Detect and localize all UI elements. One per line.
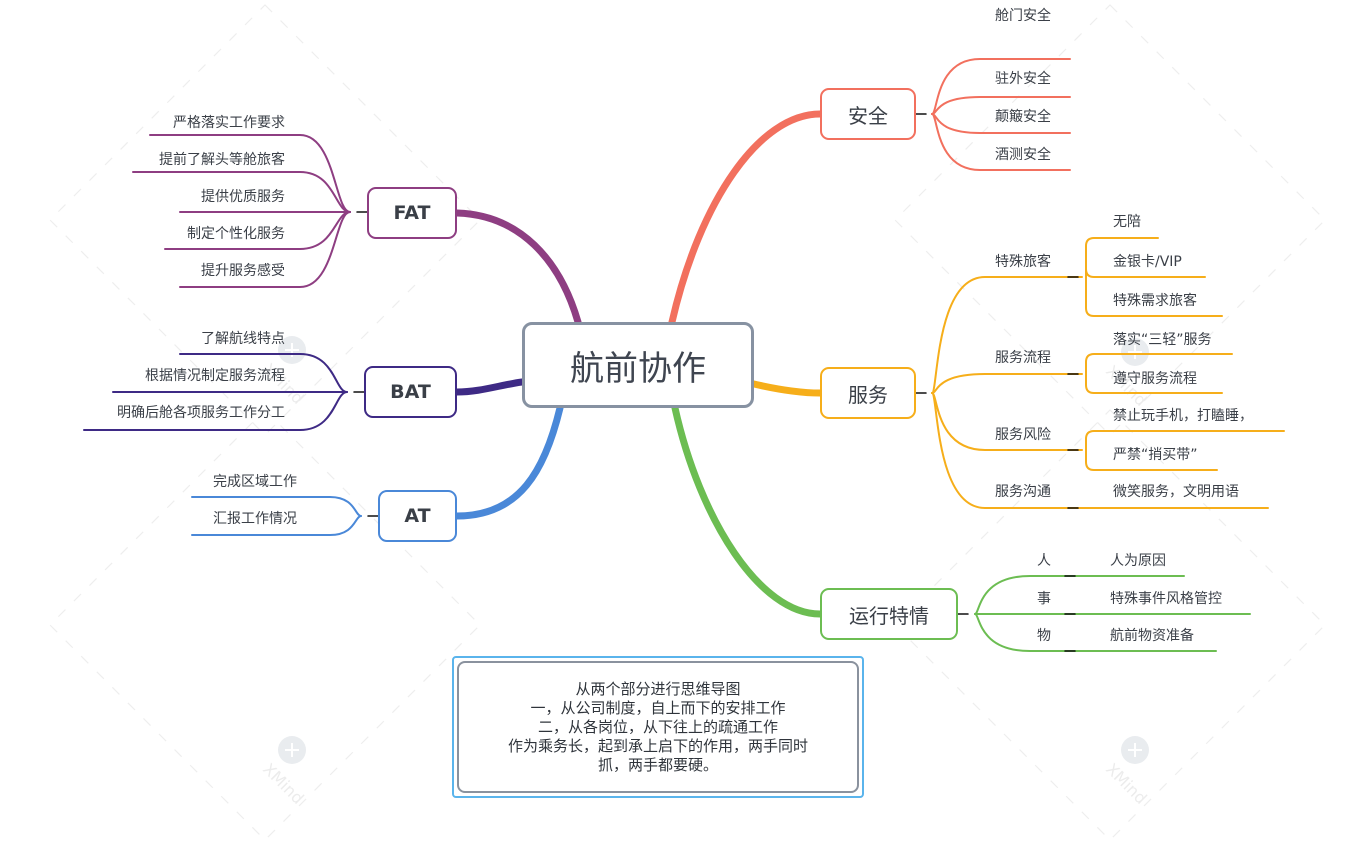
note-line: 作为乘务长，起到承上启下的作用，两手同时 (507, 736, 808, 755)
note-body: 从两个部分进行思维导图 一，从公司制度，自上而下的安排工作 二，从各岗位，从下往… (457, 661, 859, 793)
note-line: 从两个部分进行思维导图 (575, 679, 741, 698)
ops-group-label[interactable]: 人 (1037, 553, 1051, 569)
service-item[interactable]: 微笑服务，文明用语 (1113, 484, 1239, 500)
topic-service[interactable]: 服务 (820, 367, 916, 419)
ops-item[interactable]: 人为原因 (1110, 553, 1166, 569)
service-item-connector (1085, 353, 1233, 375)
ops-group-label[interactable]: 事 (1037, 591, 1051, 607)
watermark-text: XMind (259, 759, 307, 807)
fat-subtopic[interactable]: 严格落实工作要求 (173, 115, 285, 131)
safety-connector (931, 96, 1071, 115)
floating-note-topic[interactable]: 从两个部分进行思维导图 一，从公司制度，自上而下的安排工作 二，从各岗位，从下往… (452, 656, 864, 798)
bat-subtopic[interactable]: 明确后舱各项服务工作分工 (117, 405, 285, 421)
watermark: XMind (259, 736, 308, 808)
topic-operations[interactable]: 运行特情 (820, 588, 958, 640)
note-line: 抓，两手都要硬。 (597, 755, 718, 774)
topic-at-label: AT (404, 505, 431, 527)
bat-connector (83, 391, 348, 431)
connector-layer (83, 58, 1285, 652)
ops-connector (974, 575, 1185, 615)
topic-at[interactable]: AT (378, 490, 457, 542)
bat-subtopic[interactable]: 根据情况制定服务流程 (145, 368, 285, 384)
at-subtopic[interactable]: 汇报工作情况 (213, 511, 297, 527)
service-item-connector (1085, 373, 1223, 394)
central-topic[interactable]: 航前协作 (522, 322, 754, 408)
safety-connector (931, 58, 1071, 115)
bat-subtopic[interactable]: 了解航线特点 (201, 331, 285, 347)
safety-subtopic[interactable]: 颠簸安全 (995, 109, 1051, 125)
fat-subtopic[interactable]: 制定个性化服务 (187, 226, 285, 242)
watermark-text: XMind (1102, 759, 1150, 807)
fat-subtopic[interactable]: 提前了解头等舱旅客 (159, 152, 285, 168)
note-line: 一，从公司制度，自上而下的安排工作 (530, 698, 786, 717)
at-connector (191, 496, 362, 517)
at-connector (191, 515, 362, 536)
branch-operations (671, 404, 824, 618)
fat-subtopic[interactable]: 提升服务感受 (201, 263, 285, 279)
topic-safety[interactable]: 安全 (820, 88, 916, 140)
service-item[interactable]: 特殊需求旅客 (1113, 293, 1197, 309)
service-item-connector (1085, 449, 1218, 471)
service-connector (931, 392, 1269, 509)
service-item-connector (1085, 237, 1159, 278)
branch-safety (668, 110, 824, 326)
service-item[interactable]: 无陪 (1113, 214, 1141, 230)
branch-at (453, 404, 564, 520)
central-topic-label: 航前协作 (570, 348, 706, 389)
branch-bat (453, 378, 526, 396)
ops-group-label[interactable]: 物 (1037, 628, 1051, 644)
service-group-label[interactable]: 服务风险 (995, 427, 1051, 443)
topic-fat[interactable]: FAT (367, 187, 457, 239)
service-connector (931, 373, 1083, 394)
safety-subtopic[interactable]: 驻外安全 (995, 71, 1051, 87)
topic-service-label: 服务 (848, 382, 888, 407)
ops-item[interactable]: 特殊事件风格管控 (1110, 591, 1222, 607)
service-item[interactable]: 金银卡/VIP (1113, 254, 1182, 270)
branch-fat (453, 209, 582, 326)
topic-fat-label: FAT (393, 202, 431, 224)
fat-connector (132, 171, 351, 213)
watermark: XMind (1102, 736, 1151, 808)
service-item-connector (1085, 276, 1223, 317)
service-group-label[interactable]: 服务沟通 (995, 484, 1051, 500)
service-item-connector (1085, 430, 1285, 451)
service-group-label[interactable]: 特殊旅客 (995, 254, 1051, 270)
fat-connector (149, 134, 351, 213)
service-item[interactable]: 严禁“捎买带” (1113, 447, 1198, 463)
ops-connector (974, 613, 1217, 652)
bat-connector (179, 353, 348, 393)
at-subtopic[interactable]: 完成区域工作 (213, 474, 297, 490)
safety-subtopic[interactable]: 舱门安全 (995, 8, 1051, 24)
safety-subtopic[interactable]: 酒测安全 (995, 147, 1051, 163)
service-connector (931, 276, 1083, 394)
safety-connector (931, 113, 1071, 171)
topic-bat[interactable]: BAT (364, 366, 457, 418)
fat-subtopic[interactable]: 提供优质服务 (201, 189, 285, 205)
service-item-connector (1085, 268, 1206, 278)
service-item[interactable]: 落实“三轻”服务 (1113, 332, 1212, 348)
note-line: 二，从各岗位，从下往上的疏通工作 (537, 717, 778, 736)
ops-item[interactable]: 航前物资准备 (1110, 628, 1194, 644)
topic-operations-label: 运行特情 (849, 603, 929, 628)
service-item[interactable]: 遵守服务流程 (1113, 371, 1197, 387)
topic-safety-label: 安全 (848, 103, 888, 128)
fat-connector (179, 211, 351, 288)
service-group-label[interactable]: 服务流程 (995, 350, 1051, 366)
service-item[interactable]: 禁止玩手机，打瞌睡， (1113, 408, 1253, 424)
branch-service (750, 380, 824, 397)
topic-bat-label: BAT (390, 381, 431, 403)
